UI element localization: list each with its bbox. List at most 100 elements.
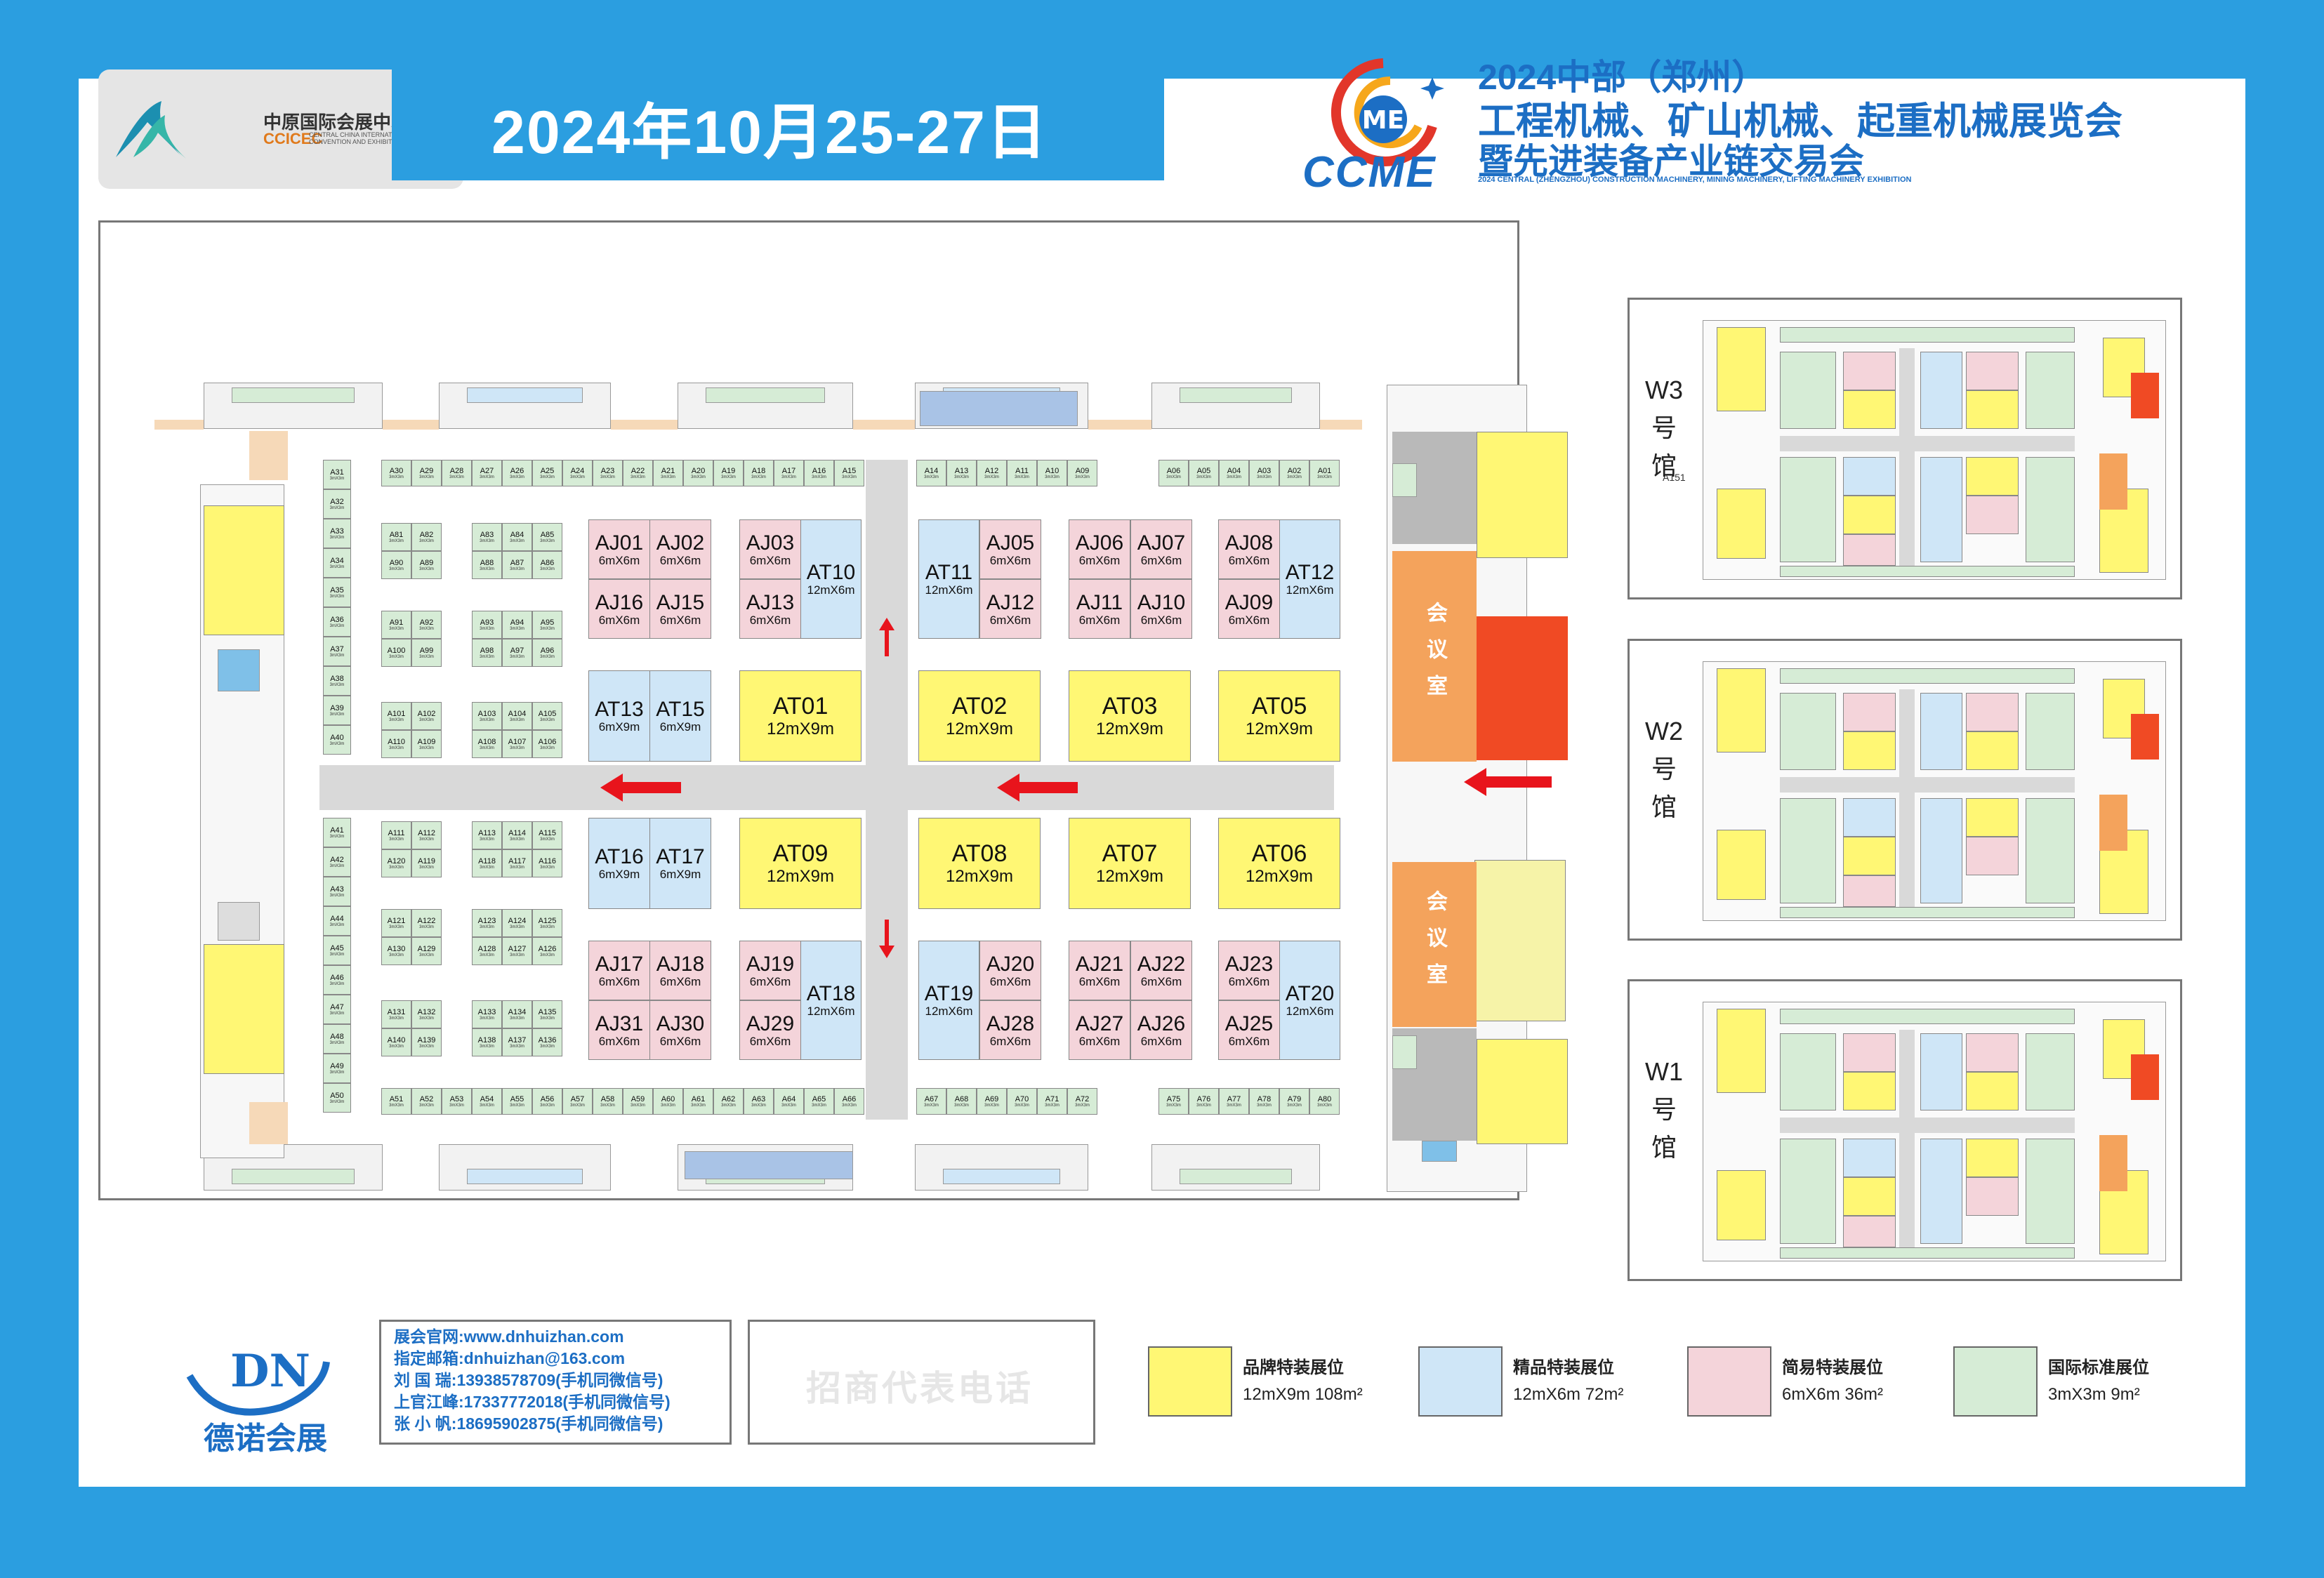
- booth-size: 12mX9m: [766, 866, 835, 886]
- booth-size: 3mX3m: [419, 837, 434, 842]
- title-line-1: 2024中部（郑州）: [1478, 58, 1767, 97]
- booth-size: 6mX6m: [1078, 553, 1121, 567]
- booth-id: A77: [1227, 1094, 1241, 1103]
- booth-id: A115: [539, 828, 556, 837]
- booth-id: A97: [510, 646, 524, 655]
- booth-id: A121: [387, 916, 406, 925]
- mini-block-2-7: [1780, 1139, 1836, 1244]
- booth-id: A39: [330, 703, 344, 712]
- booth-size: 3mX3m: [540, 1016, 555, 1021]
- title-line-3: 暨先进装备产业链交易会: [1478, 142, 1864, 181]
- booth-size: 3mX3m: [419, 717, 434, 722]
- booth-id: A02: [1287, 466, 1302, 475]
- booth-id: A60: [661, 1094, 675, 1103]
- venue-english-name: CENTRAL CHINA INTERNATIONAL CONVENTION A…: [309, 131, 432, 145]
- booth-size: 6mX6m: [989, 1034, 1031, 1048]
- booth-size: 6mX6m: [749, 613, 791, 627]
- booth-size: 3mX3m: [329, 564, 345, 569]
- mini-aisle-h-1: [1780, 777, 2075, 793]
- dock-bottom-bay-4: [1180, 1169, 1292, 1184]
- booth-id: A34: [330, 556, 344, 565]
- booth-id: A117: [508, 856, 526, 866]
- booth-size: 6mX6m: [598, 553, 640, 567]
- booth-size: 3mX3m: [329, 741, 345, 746]
- mini-hall-label-part: 号: [1651, 413, 1677, 442]
- booth-size: 3mX3m: [329, 981, 345, 986]
- booth-id: A72: [1075, 1094, 1090, 1103]
- dock-top-stair2-4: [1320, 420, 1362, 430]
- booth-size: 3mX3m: [480, 1103, 494, 1108]
- booth-id: A27: [480, 466, 494, 475]
- mini-aisle-v-1: [1899, 689, 1915, 907]
- booth-id: A29: [419, 466, 434, 475]
- right-green-top: [1392, 463, 1417, 497]
- rep-phone-box: [748, 1320, 1095, 1445]
- booth-size: 3mX3m: [781, 1103, 796, 1108]
- booth-id: A107: [508, 737, 527, 746]
- mini-block-0-0: [1780, 352, 1836, 429]
- booth-size: 3mX3m: [329, 834, 345, 839]
- booth-size: 12mX9m: [945, 719, 1014, 738]
- booth-id: A44: [330, 914, 344, 923]
- mini-block-0-2: [1843, 390, 1896, 429]
- booth-size: 3mX3m: [329, 863, 345, 868]
- mini-yellow-a-2: [1717, 1009, 1766, 1093]
- booth-id: AJ31: [595, 1012, 644, 1035]
- booth-id: A48: [330, 1032, 344, 1041]
- booth-size: 3mX3m: [480, 566, 494, 571]
- mini-top-row-2: [1780, 1009, 2075, 1024]
- booth-size: 3mX3m: [480, 1044, 494, 1049]
- booth-id: A93: [480, 618, 494, 627]
- mini-block-2-13: [1966, 1177, 2019, 1216]
- booth-size: 6mX6m: [989, 613, 1031, 627]
- booth-size: 3mX3m: [540, 538, 555, 543]
- booth-size: 3mX3m: [630, 475, 645, 479]
- booth-id: A10: [1045, 466, 1059, 475]
- contact-person-2: 上官江峰:17337772018(手机同微信号): [394, 1393, 671, 1411]
- booth-id: A104: [508, 709, 527, 718]
- booth-id: A113: [478, 828, 496, 837]
- mini-block-0-12: [1966, 457, 2019, 496]
- booth-size: 3mX3m: [540, 745, 555, 750]
- booth-size: 3mX3m: [842, 1103, 857, 1108]
- booth-size: 3mX3m: [510, 1016, 524, 1021]
- booth-id: AJ29: [746, 1012, 795, 1035]
- booth-id: A37: [330, 644, 344, 654]
- booth-size: 12mX6m: [1286, 583, 1334, 597]
- booth-id: A94: [510, 618, 524, 627]
- booth-size: 3mX3m: [661, 475, 675, 479]
- booth-size: 3mX3m: [419, 865, 434, 870]
- booth-id: A92: [419, 618, 434, 627]
- mini-block-2-0: [1780, 1033, 1836, 1110]
- booth-size: 3mX3m: [510, 865, 524, 870]
- booth-id: A67: [924, 1094, 939, 1103]
